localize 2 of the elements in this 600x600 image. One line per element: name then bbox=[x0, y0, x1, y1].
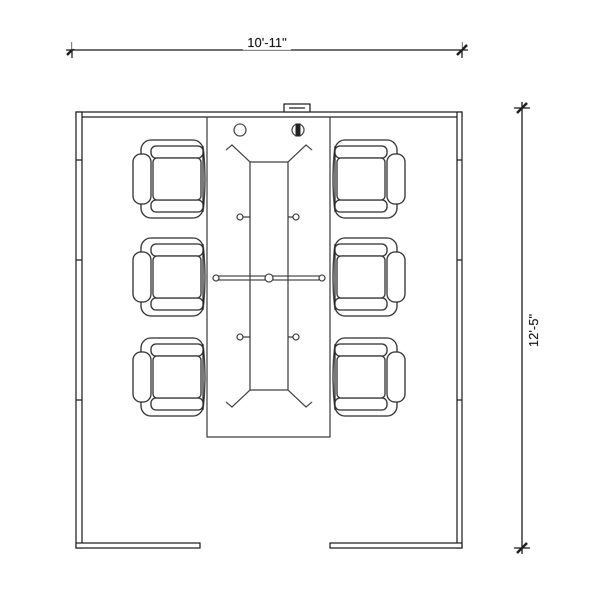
dimension-label: 10'-11" bbox=[72, 36, 462, 49]
dimension-label: 12'-5" bbox=[514, 310, 554, 350]
